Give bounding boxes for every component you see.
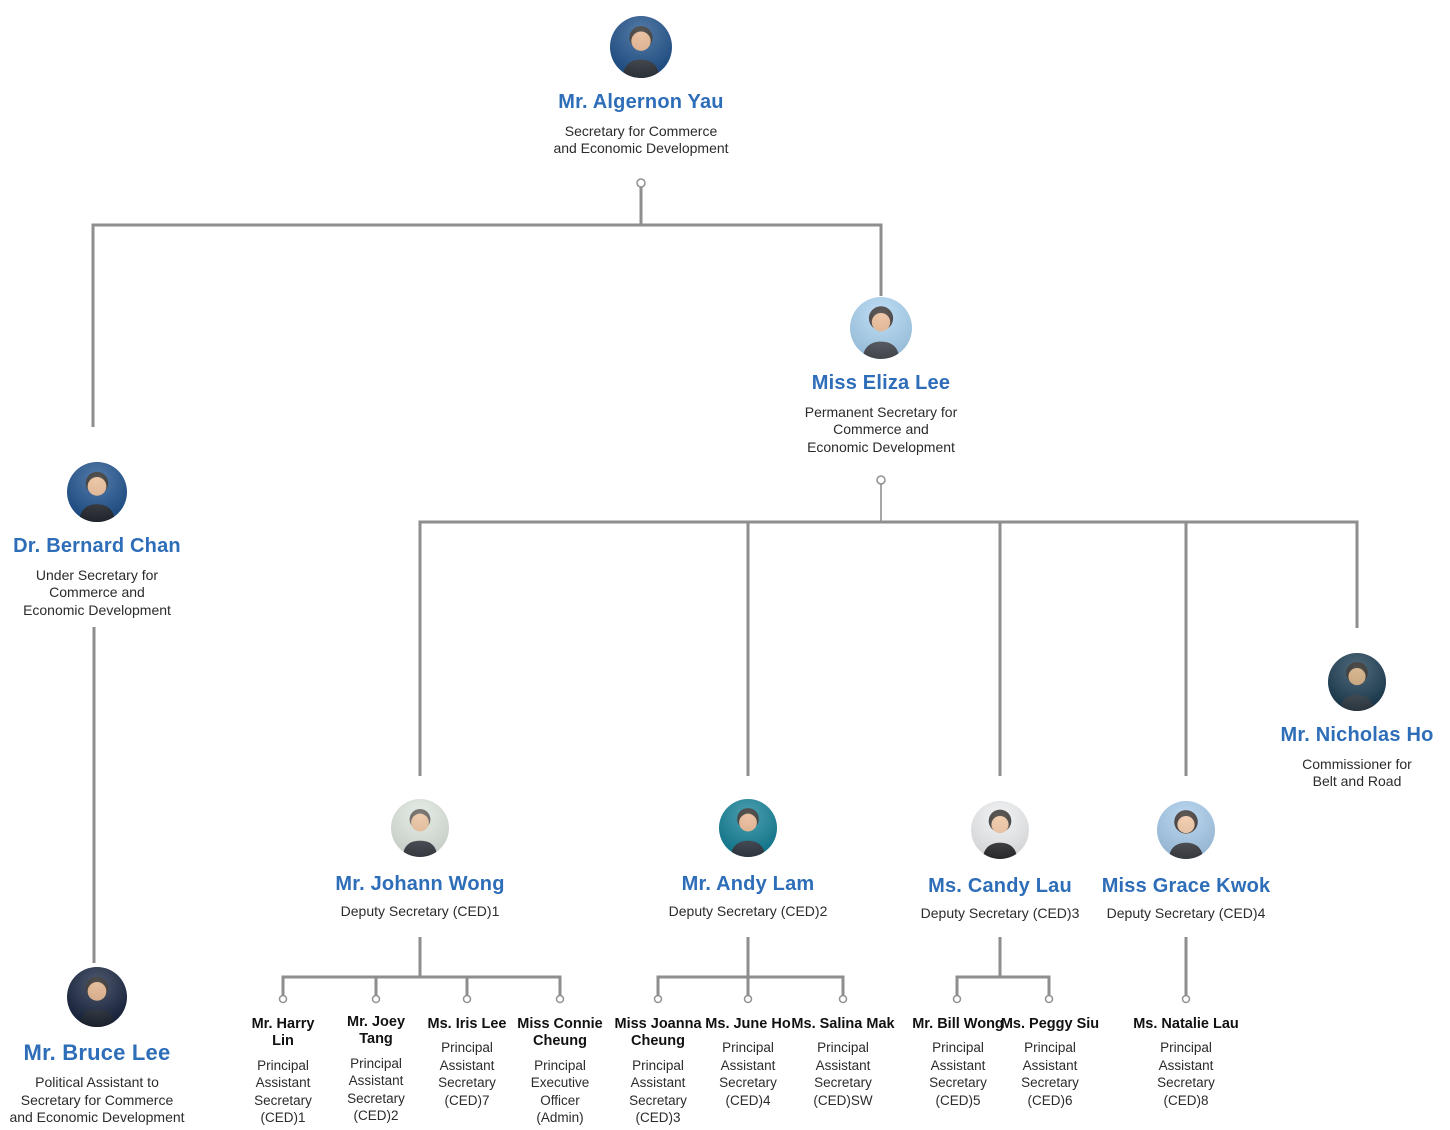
person-name: Mr. Nicholas Ho [1280, 724, 1434, 746]
person-silhouette-icon [402, 808, 438, 857]
person-name: Mr. Bill Wong [912, 1016, 1004, 1032]
person-name: Mr. Andy Lam [681, 873, 815, 895]
person-name: Mr. Harry Lin [251, 1016, 315, 1050]
person-name: Ms. Iris Lee [427, 1016, 507, 1032]
person-title: Deputy Secretary (CED)4 [1106, 905, 1266, 921]
avatar-grace-kwok [1157, 801, 1215, 859]
avatar-algernon-yau [610, 16, 672, 78]
person-name: Miss Grace Kwok [1101, 875, 1271, 897]
person-title: Secretary for Commerce and Economic Deve… [553, 123, 729, 157]
person-name: Dr. Bernard Chan [13, 535, 181, 557]
avatar-bruce-lee [67, 967, 127, 1027]
org-node-permanent-secretary: Miss Eliza Lee Permanent Secretary for C… [731, 297, 1031, 456]
person-name: Ms. June Ho [705, 1016, 791, 1032]
avatar-andy-lam [719, 799, 777, 857]
person-title: Commissioner for Belt and Road [1302, 756, 1412, 790]
avatar-eliza-lee [850, 297, 912, 359]
person-silhouette-icon [1339, 662, 1375, 711]
org-node-secretary: Mr. Algernon Yau Secretary for Commerce … [491, 16, 791, 158]
org-node-pas-ced7: Ms. Iris Lee Principal Assistant Secreta… [402, 1016, 532, 1110]
person-title: Principal Assistant Secretary (CED)3 [629, 1057, 687, 1126]
person-name: Ms. Candy Lau [928, 875, 1072, 897]
person-name: Ms. Peggy Siu [1000, 1016, 1100, 1032]
person-title: Principal Assistant Secretary (CED)5 [929, 1040, 987, 1109]
person-silhouette-icon [622, 26, 660, 78]
person-name: Mr. Algernon Yau [558, 91, 724, 113]
person-title: Principal Assistant Secretary (CED)8 [1157, 1040, 1215, 1109]
person-title: Deputy Secretary (CED)3 [920, 905, 1080, 921]
person-silhouette-icon [862, 306, 900, 359]
person-title: Deputy Secretary (CED)2 [668, 903, 828, 919]
org-node-pas-ced2: Mr. Joey Tang Principal Assistant Secret… [311, 1014, 441, 1125]
org-node-pas-ced5: Mr. Bill Wong Principal Assistant Secret… [893, 1016, 1023, 1110]
person-title: Principal Assistant Secretary (CED)4 [719, 1040, 777, 1109]
person-title: Principal Assistant Secretary (CED)1 [254, 1057, 312, 1126]
org-node-pas-cedsw: Ms. Salina Mak Principal Assistant Secre… [778, 1016, 908, 1110]
org-node-deputy-secretary-4: Miss Grace Kwok Deputy Secretary (CED)4 [1056, 801, 1316, 922]
person-title: Principal Assistant Secretary (CED)SW [813, 1040, 873, 1109]
person-name: Ms. Salina Mak [791, 1016, 895, 1032]
avatar-bernard-chan [67, 462, 127, 522]
person-silhouette-icon [79, 471, 115, 522]
person-title: Permanent Secretary for Commerce and Eco… [804, 404, 958, 455]
avatar-nicholas-ho [1328, 653, 1386, 711]
person-name: Mr. Bruce Lee [23, 1040, 171, 1065]
person-silhouette-icon [982, 809, 1018, 859]
org-node-political-assistant: Mr. Bruce Lee Political Assistant to Sec… [0, 967, 212, 1126]
org-node-under-secretary: Dr. Bernard Chan Under Secretary for Com… [0, 462, 212, 619]
person-title: Principal Assistant Secretary (CED)2 [347, 1055, 405, 1124]
person-title: Deputy Secretary (CED)1 [340, 903, 500, 919]
person-name: Mr. Joey Tang [346, 1014, 406, 1048]
org-node-pas-ced4: Ms. June Ho Principal Assistant Secretar… [683, 1016, 813, 1110]
person-title: Principal Assistant Secretary (CED)7 [438, 1040, 496, 1109]
person-title: Principal Executive Officer (Admin) [530, 1057, 590, 1126]
person-title: Political Assistant to Secretary for Com… [9, 1074, 185, 1126]
person-silhouette-icon [1168, 810, 1204, 859]
org-node-deputy-secretary-3: Ms. Candy Lau Deputy Secretary (CED)3 [870, 801, 1130, 922]
person-name: Miss Joanna Cheung [614, 1016, 702, 1050]
org-node-commissioner-belt-road: Mr. Nicholas Ho Commissioner for Belt an… [1242, 653, 1450, 791]
avatar-johann-wong [391, 799, 449, 857]
person-title: Principal Assistant Secretary (CED)6 [1021, 1040, 1079, 1109]
org-node-deputy-secretary-1: Mr. Johann Wong Deputy Secretary (CED)1 [290, 799, 550, 920]
avatar-candy-lau [971, 801, 1029, 859]
person-silhouette-icon [79, 976, 115, 1027]
org-node-pas-ced1: Mr. Harry Lin Principal Assistant Secret… [218, 1016, 348, 1127]
org-node-deputy-secretary-2: Mr. Andy Lam Deputy Secretary (CED)2 [618, 799, 878, 920]
org-node-peo-admin: Miss Connie Cheung Principal Executive O… [495, 1016, 625, 1127]
person-name: Miss Connie Cheung [517, 1016, 603, 1050]
person-name: Mr. Johann Wong [335, 873, 505, 895]
org-node-pas-ced6: Ms. Peggy Siu Principal Assistant Secret… [985, 1016, 1115, 1110]
person-name: Ms. Natalie Lau [1133, 1016, 1239, 1032]
person-name: Miss Eliza Lee [811, 372, 951, 394]
person-title: Under Secretary for Commerce and Economi… [23, 567, 171, 618]
person-silhouette-icon [730, 808, 766, 857]
org-node-pas-ced3: Miss Joanna Cheung Principal Assistant S… [593, 1016, 723, 1127]
org-node-pas-ced8: Ms. Natalie Lau Principal Assistant Secr… [1121, 1016, 1251, 1110]
